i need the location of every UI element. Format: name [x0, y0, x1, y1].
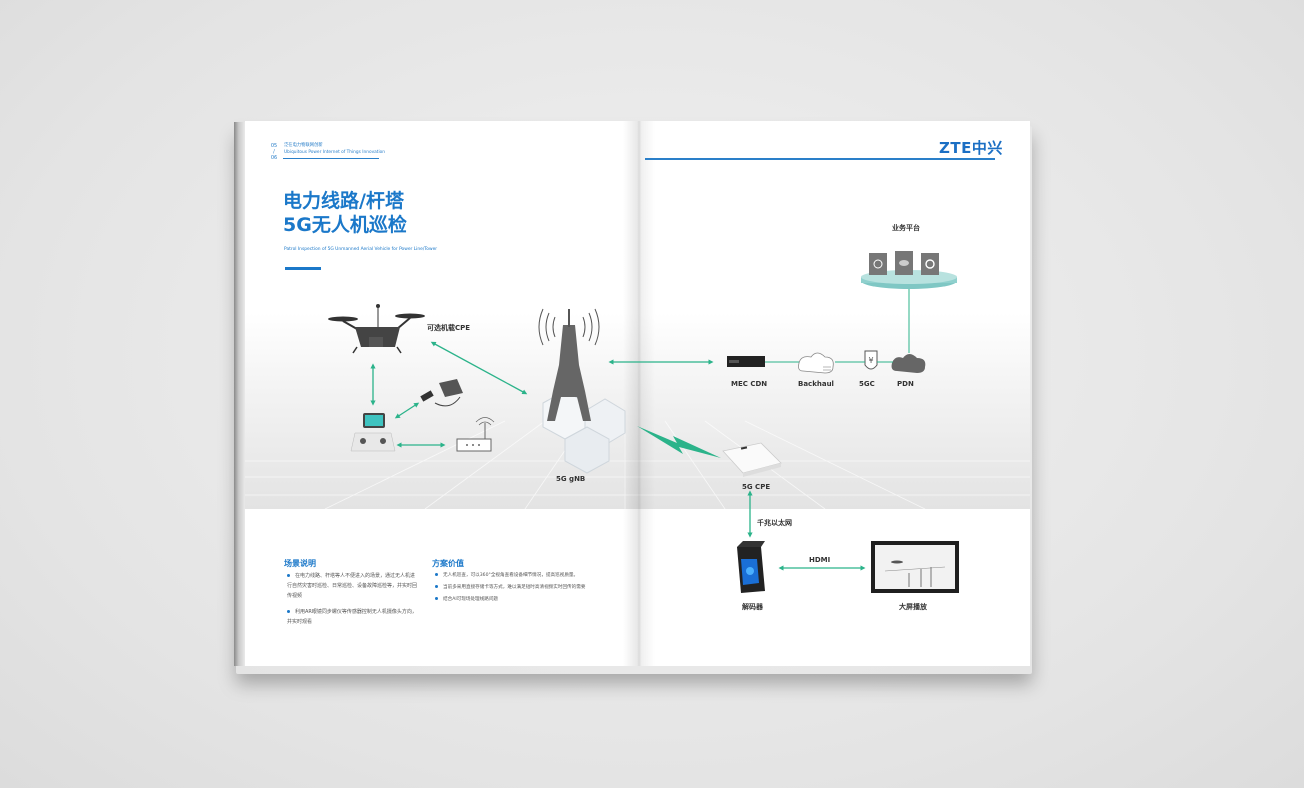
- label-gigabit-ethernet: 千兆以太网: [757, 519, 792, 527]
- drone-icon: [328, 304, 425, 354]
- ar-glasses-icon: [420, 379, 463, 407]
- bullet-dot: [287, 574, 290, 577]
- label-5g-gnb: 5G gNB: [556, 475, 586, 483]
- book-spine-shadow: [623, 121, 655, 666]
- core-connector-lines: [765, 289, 910, 363]
- brochure-spread: 05 / 06 泛在电力物联网创新 Ubiquitous Power Inter…: [245, 121, 1030, 666]
- label-optional-cpe: 可选机载CPE: [427, 324, 471, 332]
- label-mec-cdn: MEC CDN: [731, 380, 768, 388]
- page-title-line2: 5G无人机巡检: [283, 214, 407, 236]
- label-business-platform: 业务平台: [892, 224, 920, 232]
- wifi-router-icon: [456, 417, 495, 452]
- page-number-right: 06: [270, 155, 278, 161]
- wireless-signal-bolt: [637, 426, 721, 458]
- label-hdmi: HDMI: [809, 556, 831, 564]
- value-heading: 方案价值: [432, 559, 464, 568]
- bullet-dot: [287, 610, 290, 613]
- bullet-dot: [435, 597, 438, 600]
- value-bullet: 无人机巡查，可以360°全视角查看设备细节情况，提高巡视质量。: [435, 570, 578, 581]
- value-bullet: 结合AI可现场处理线路问题: [435, 594, 498, 605]
- label-pdn: PDN: [897, 380, 914, 388]
- decoder-pc-icon: [737, 541, 765, 593]
- large-display-icon: [871, 541, 959, 593]
- bullet-dot: [435, 585, 438, 588]
- svg-text:¥: ¥: [868, 356, 873, 365]
- brochure-page-edge: [234, 122, 246, 666]
- label-5g-cpe: 5G CPE: [742, 483, 771, 491]
- scenario-heading: 场景说明: [284, 559, 316, 568]
- label-decoder: 解码器: [742, 603, 763, 611]
- cell-tower-icon: [538, 308, 600, 421]
- page-title-line1: 电力线路/杆塔: [283, 190, 404, 212]
- core-network-shield-icon: ¥: [864, 350, 878, 370]
- green-link-arrows: [370, 341, 866, 571]
- page-number-left: 05: [270, 143, 278, 149]
- scenario-bullet: 在电力线路、杆塔等人不便进入的场景，通过无人机进行自然灾害时巡检、日常巡检、设备…: [287, 573, 418, 599]
- label-large-display: 大屏播放: [899, 603, 927, 611]
- cpe-device-icon: [722, 442, 782, 477]
- scenario-bullet: 利用AR眼镜同步螺仪等传感器控制无人机摄像头方向，并实时观看: [287, 609, 417, 625]
- zte-logo: ZTE中兴: [939, 139, 1003, 157]
- section-name-en: Ubiquitous Power Internet of Things Inno…: [284, 150, 385, 155]
- network-diagram: ¥: [328, 251, 959, 593]
- mec-server-icon: [727, 356, 765, 367]
- bullet-dot: [435, 573, 438, 576]
- pdn-cloud-icon: [891, 354, 926, 373]
- label-5gc: 5GC: [859, 380, 875, 388]
- page-number-slash: /: [273, 149, 275, 155]
- backhaul-cloud-icon: [798, 352, 834, 374]
- label-backhaul: Backhaul: [798, 380, 834, 388]
- title-accent-bar: [285, 267, 321, 270]
- business-platform-icon: [861, 251, 957, 289]
- section-name-cn: 泛在电力物联网创新: [284, 143, 323, 148]
- header-rule-right: [645, 158, 995, 160]
- value-bullet: 当前多采用直接存储卡等方式，难以满足短时高清视频实时回传的需要: [435, 582, 585, 593]
- page-title-english: Patrol Inspection of 5G Unmanned Aerial …: [284, 247, 438, 252]
- header-rule-left: [283, 158, 379, 159]
- remote-controller-icon: [350, 413, 396, 452]
